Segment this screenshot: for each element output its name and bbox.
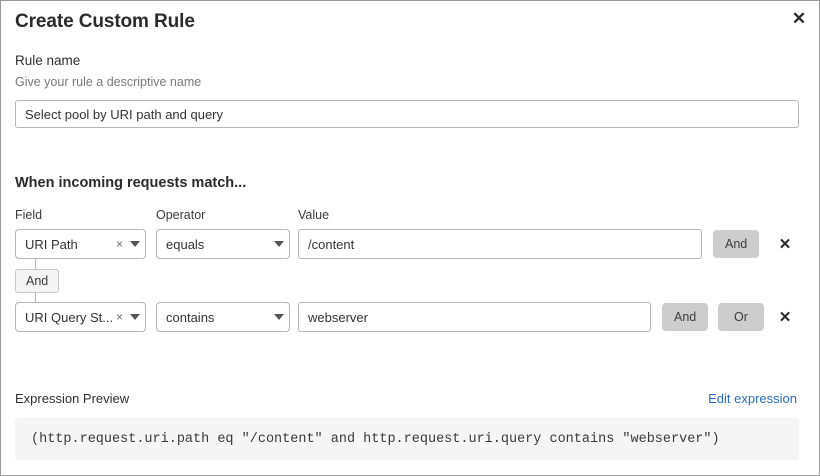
rule-name-label: Rule name: [15, 53, 81, 68]
value-input-0[interactable]: [298, 229, 702, 259]
operator-select-value-0: equals: [166, 236, 205, 252]
and-button-1[interactable]: And: [662, 303, 709, 331]
rule-name-input[interactable]: [15, 100, 799, 128]
clear-field-icon-1[interactable]: ×: [115, 310, 123, 324]
column-header-operator: Operator: [156, 208, 206, 222]
field-select-value-0: URI Path: [25, 236, 78, 252]
chevron-down-icon-1[interactable]: [125, 314, 145, 320]
expression-preview-code: (http.request.uri.path eq "/content" and…: [15, 418, 799, 460]
edit-expression-link[interactable]: Edit expression: [708, 391, 797, 406]
dialog-title: Create Custom Rule: [15, 11, 195, 32]
clear-field-icon-0[interactable]: ×: [115, 237, 123, 251]
field-select-1[interactable]: URI Query St... ×: [15, 302, 146, 332]
connector-and-badge[interactable]: And: [15, 269, 60, 293]
rule-name-help-text: Give your rule a descriptive name: [15, 75, 202, 89]
condition-row: URI Path × equals And ✕: [1, 229, 819, 259]
chevron-down-icon-operator-1[interactable]: [269, 314, 289, 320]
match-section-heading: When incoming requests match...: [15, 175, 247, 191]
connector-line-bottom: [35, 293, 36, 302]
or-button-1[interactable]: Or: [718, 303, 764, 331]
remove-condition-icon-0[interactable]: ✕: [774, 229, 796, 259]
close-icon[interactable]: ✕: [787, 6, 811, 30]
condition-row: URI Query St... × contains And Or ✕: [1, 302, 819, 332]
remove-condition-icon-1[interactable]: ✕: [774, 302, 796, 332]
column-header-field: Field: [15, 208, 43, 222]
expression-preview-label: Expression Preview: [15, 391, 130, 406]
operator-select-0[interactable]: equals: [156, 229, 290, 259]
chevron-down-icon-operator-0[interactable]: [269, 241, 289, 247]
value-input-1[interactable]: [298, 302, 651, 332]
operator-select-value-1: contains: [166, 309, 215, 325]
connector-line-top: [35, 259, 36, 269]
field-select-0[interactable]: URI Path ×: [15, 229, 146, 259]
field-select-value-1: URI Query St...: [25, 309, 114, 325]
operator-select-1[interactable]: contains: [156, 302, 290, 332]
column-header-value: Value: [298, 208, 330, 222]
condition-connector: And: [15, 259, 71, 303]
chevron-down-icon-0[interactable]: [125, 241, 145, 247]
and-button-0[interactable]: And: [713, 230, 760, 258]
